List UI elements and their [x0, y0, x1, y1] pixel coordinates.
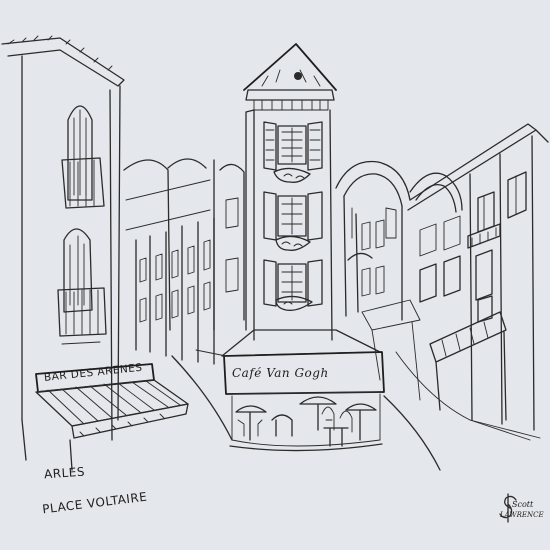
artist-signature: Scott LAWRENCE [500, 500, 548, 520]
right-row-buildings [361, 123, 549, 431]
street-lines [171, 349, 541, 471]
left-row-buildings [123, 158, 245, 365]
signature-last: LAWRENCE [500, 511, 544, 519]
left-building [1, 35, 189, 471]
right-arcades [335, 160, 463, 321]
cafe-van-gogh [221, 329, 385, 452]
signature-first: Scott [512, 500, 534, 509]
cafe-sign: Café Van Gogh [232, 366, 329, 380]
signature-mark [499, 493, 517, 523]
central-tower [243, 43, 337, 341]
city-label: ARLES [43, 464, 86, 482]
